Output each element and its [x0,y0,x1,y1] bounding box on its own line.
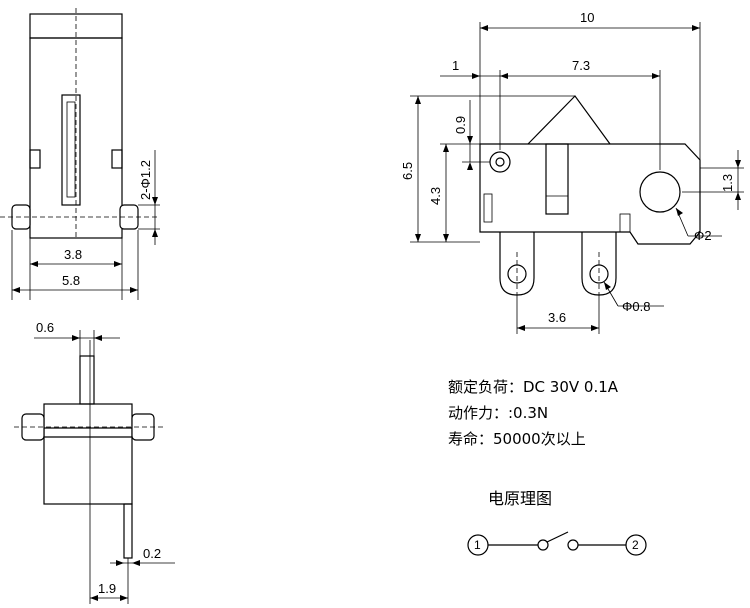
front-view: 2-Φ1.2 3.8 5.8 [0,8,160,300]
right-pin-spacing-label: 3.6 [548,310,566,325]
front-slot [61,94,81,206]
front-width-outer-label: 5.8 [62,273,80,288]
right-hole-offset-label: 1.3 [720,174,735,192]
schematic: 电原理图 1 2 [467,489,647,556]
spec-rated-load: 额定负荷：DC 30V 0.1A [448,378,619,396]
right-big-hole [639,171,681,213]
right-plunger [545,143,569,215]
specs-block: 额定负荷：DC 30V 0.1A 动作力：:0.3N 寿命：50000次以上 [448,378,619,448]
front-hole-spec-label: 2-Φ1.2 [138,160,153,200]
right-lever [527,95,611,145]
side-pin [123,503,133,559]
right-height-body-label: 4.3 [428,187,443,205]
side-pin-offset-label: 1.9 [98,581,116,596]
schematic-title: 电原理图 [488,489,552,508]
spec-life: 寿命：50000次以上 [448,430,586,448]
right-body [479,143,701,245]
front-side-notch-right [111,149,123,169]
front-body [29,37,123,239]
schematic-contact-right [567,539,579,551]
schematic-switch-blade [546,531,569,543]
schematic-node-2-label: 2 [632,538,639,552]
front-width-inner-label: 3.8 [64,247,82,262]
front-side-notch-left [29,149,41,169]
right-overall-width-label: 10 [580,10,594,25]
right-hole-dia-label: Φ2 [694,228,712,243]
side-pin-thickness-label: 0.2 [143,546,161,561]
spec-actuation-force: 动作力：:0.3N [448,404,548,422]
right-pin-hole-dia-label: Φ0.8 [622,299,650,314]
side-body [43,403,133,505]
side-actuator [79,355,95,405]
front-slot-inner [66,101,76,198]
right-view: 10 1 7.3 6.5 4.3 0.9 1.3 [400,10,744,334]
right-mount-hole [489,151,511,173]
right-offset-label: 1 [452,58,459,73]
right-span-label: 7.3 [572,58,590,73]
right-gap-label: 0.9 [453,116,468,134]
side-top-width-label: 0.6 [36,320,54,335]
side-view: 0.6 0.2 1.9 [14,320,175,604]
schematic-contact-left [537,539,549,551]
right-height-total-label: 6.5 [400,162,415,180]
schematic-node-1-label: 1 [474,538,481,552]
schematic-node-2 [625,534,647,556]
